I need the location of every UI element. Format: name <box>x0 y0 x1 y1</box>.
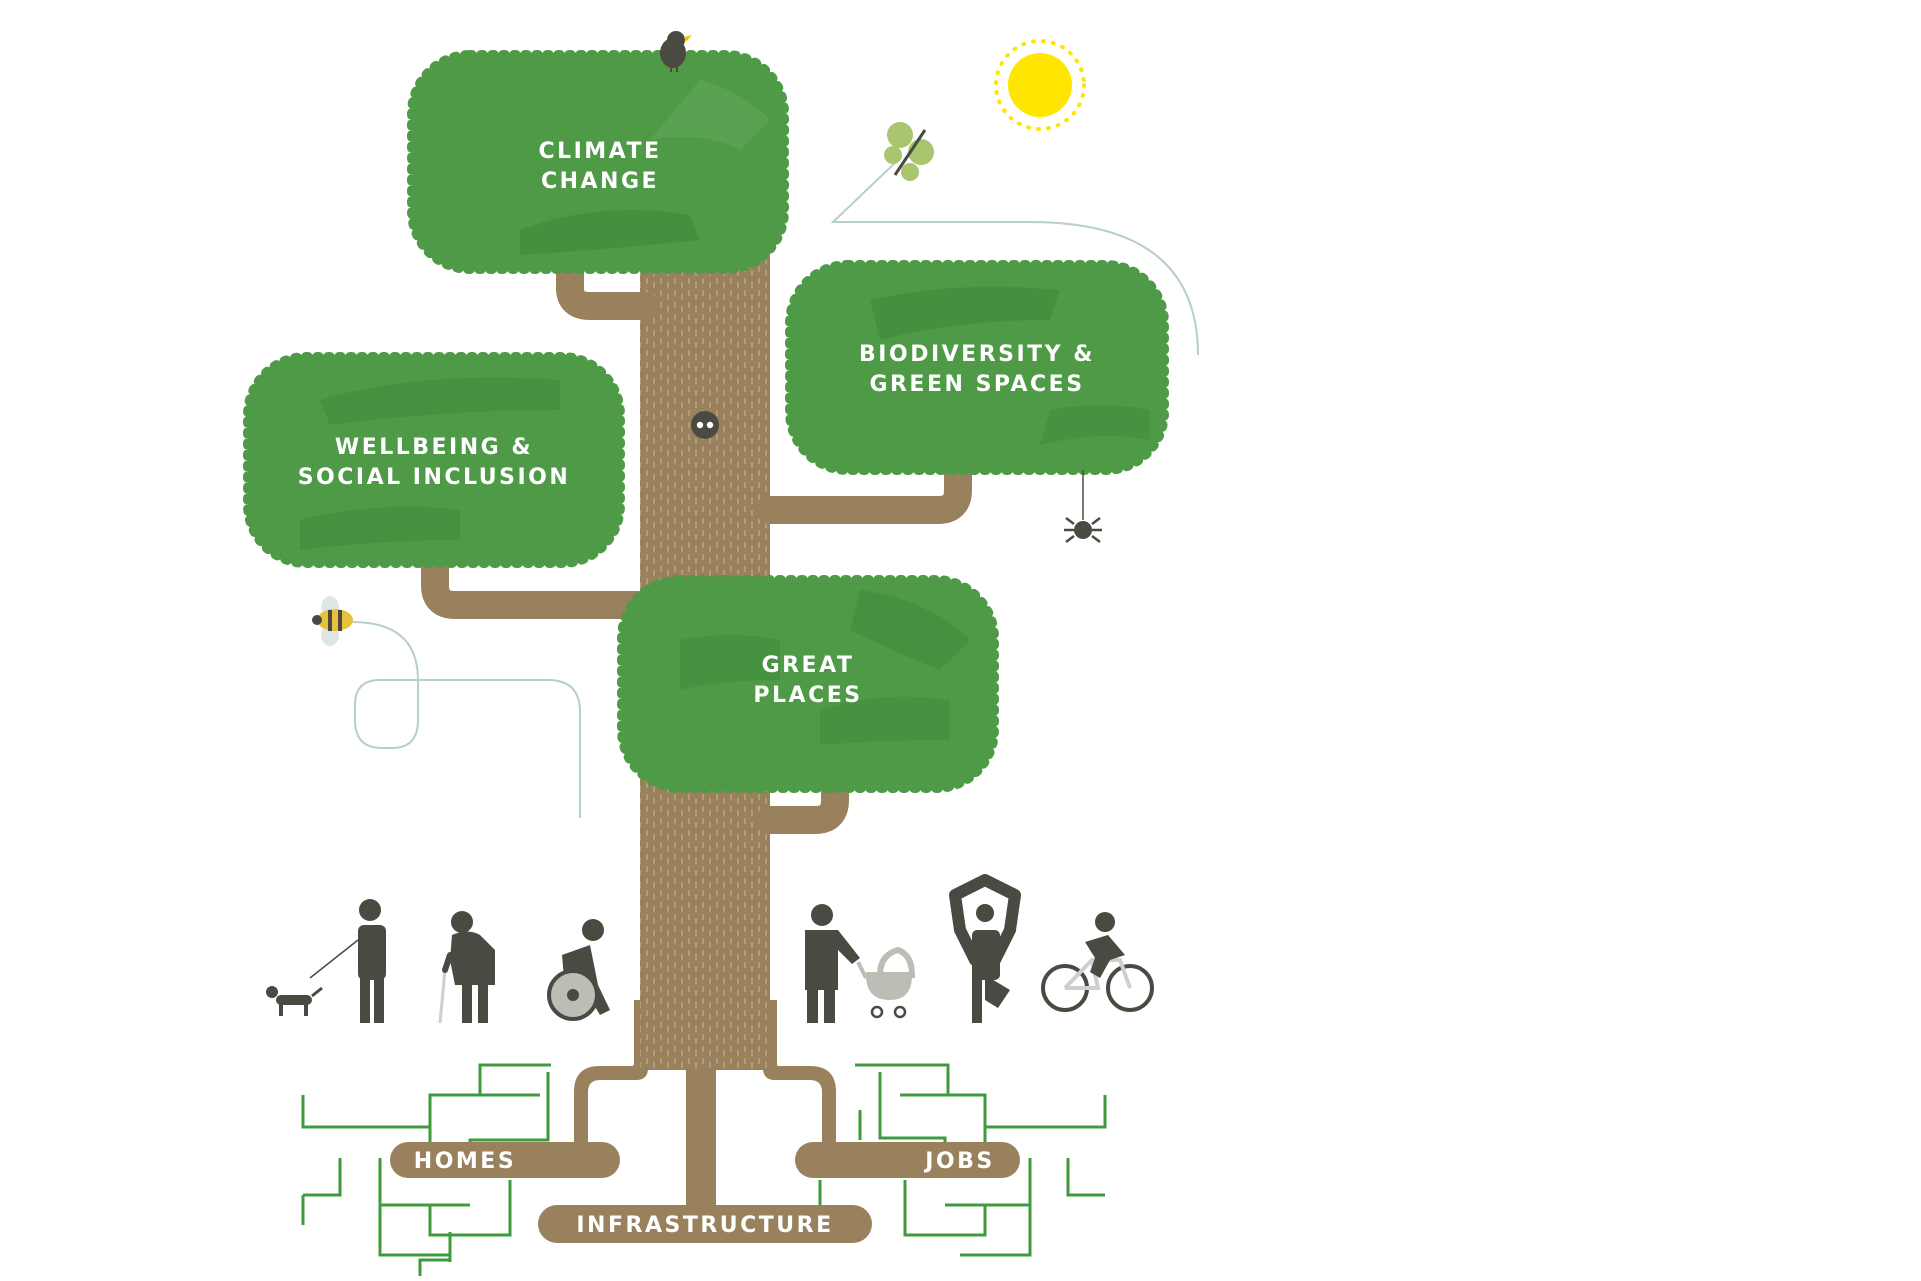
branches <box>421 251 972 834</box>
canopy-wellbeing-line2: SOCIAL INCLUSION <box>298 465 571 490</box>
root-label-jobs-text: JOBS <box>923 1149 995 1174</box>
dog-walker-icon <box>266 899 386 1023</box>
root-label-jobs[interactable]: JOBS <box>795 1142 1020 1178</box>
flight-paths <box>351 159 1199 818</box>
root-label-homes[interactable]: HOMES <box>390 1142 620 1178</box>
sun-icon <box>994 39 1086 131</box>
canopy-climate-line2: CHANGE <box>541 169 659 194</box>
canopy-places-line1: GREAT <box>762 653 855 678</box>
canopy-biodiversity-line1: BIODIVERSITY & <box>859 342 1095 367</box>
canopy-wellbeing[interactable]: WELLBEING & SOCIAL INCLUSION <box>243 352 625 568</box>
canopy-climate-line1: CLIMATE <box>538 139 661 164</box>
root-label-infrastructure-text: INFRASTRUCTURE <box>576 1213 833 1238</box>
bird-icon <box>660 31 692 72</box>
butterfly-icon <box>884 122 934 181</box>
canopy-places[interactable]: GREAT PLACES <box>617 575 999 793</box>
owl-eyes-icon <box>691 411 719 439</box>
canopy-wellbeing-line1: WELLBEING & <box>335 435 533 460</box>
spider-icon <box>1064 470 1102 543</box>
yoga-pose-icon <box>949 874 1021 1023</box>
root-label-infrastructure[interactable]: INFRASTRUCTURE <box>538 1205 872 1243</box>
bee-icon <box>312 596 353 646</box>
wheelchair-user-icon <box>547 919 610 1021</box>
canopy-places-line2: PLACES <box>753 683 862 708</box>
root-label-homes-text: HOMES <box>414 1149 516 1174</box>
canopy-biodiversity-line2: GREEN SPACES <box>869 372 1084 397</box>
parent-with-pram-icon <box>805 904 916 1023</box>
elderly-person-with-cane-icon <box>438 911 495 1024</box>
cyclist-icon <box>1041 912 1154 1012</box>
canopy-biodiversity[interactable]: BIODIVERSITY & GREEN SPACES <box>785 260 1169 475</box>
canopy-climate[interactable]: CLIMATE CHANGE <box>407 50 789 274</box>
